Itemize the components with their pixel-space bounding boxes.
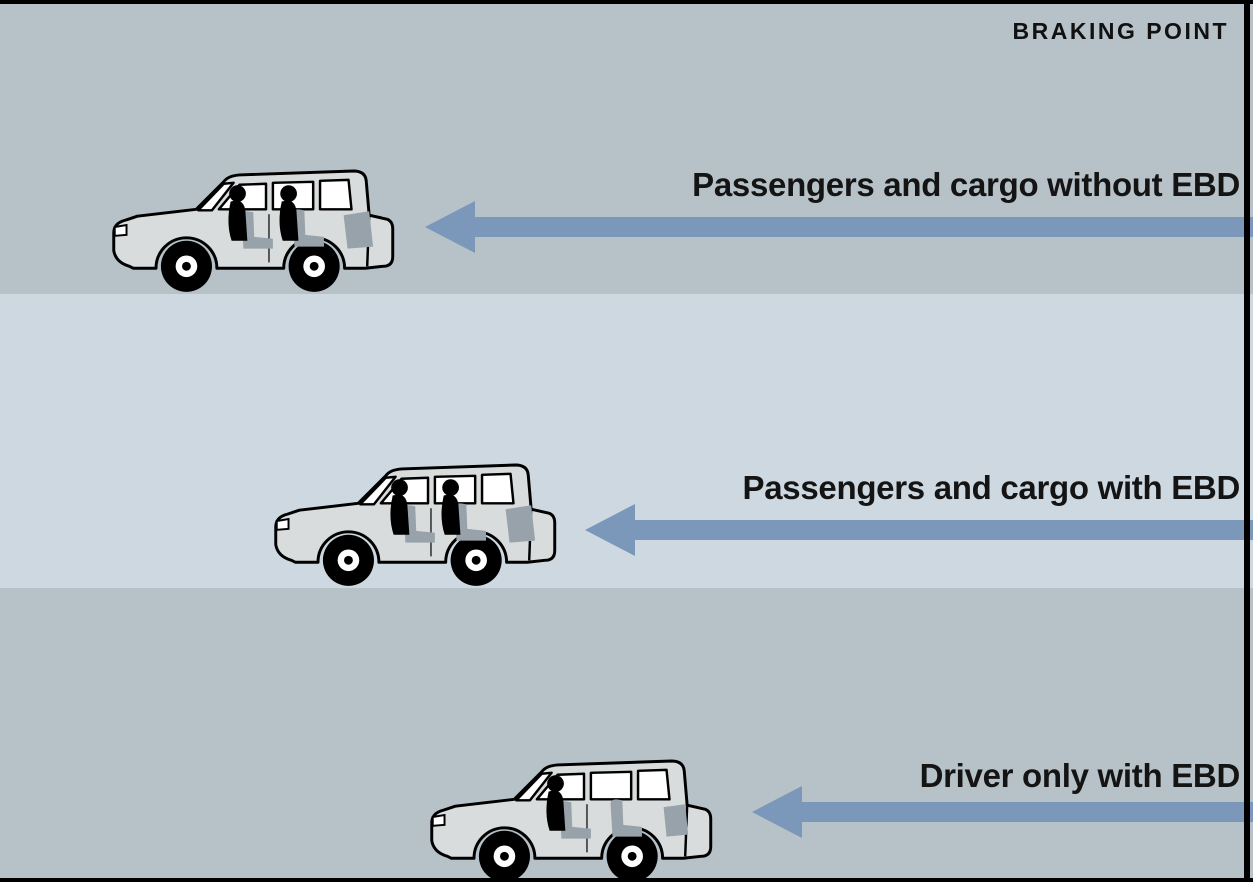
- braking-distance-arrow-3: [752, 786, 1253, 838]
- arrow-shape: [425, 201, 1253, 253]
- row-label-with-ebd: Passengers and cargo with EBD: [742, 469, 1241, 506]
- suv-driver-only-illustration: [418, 748, 752, 882]
- braking-distance-arrow-1: [425, 201, 1253, 253]
- arrow-shape: [752, 786, 1253, 838]
- braking-point-label: BRAKING POINT: [1012, 18, 1229, 44]
- braking-point-line: [1244, 0, 1250, 882]
- figure-bottom-border: [0, 878, 1253, 882]
- arrow-shape: [585, 504, 1253, 556]
- row-label-driver-only: Driver only with EBD: [919, 757, 1241, 794]
- suv-passengers-cargo-illustration-2: [262, 452, 596, 590]
- figure-top-border: [0, 0, 1253, 4]
- suv-passengers-cargo-illustration-1: [100, 158, 434, 296]
- row-label-without-ebd: Passengers and cargo without EBD: [692, 166, 1240, 203]
- braking-distance-arrow-2: [585, 504, 1253, 556]
